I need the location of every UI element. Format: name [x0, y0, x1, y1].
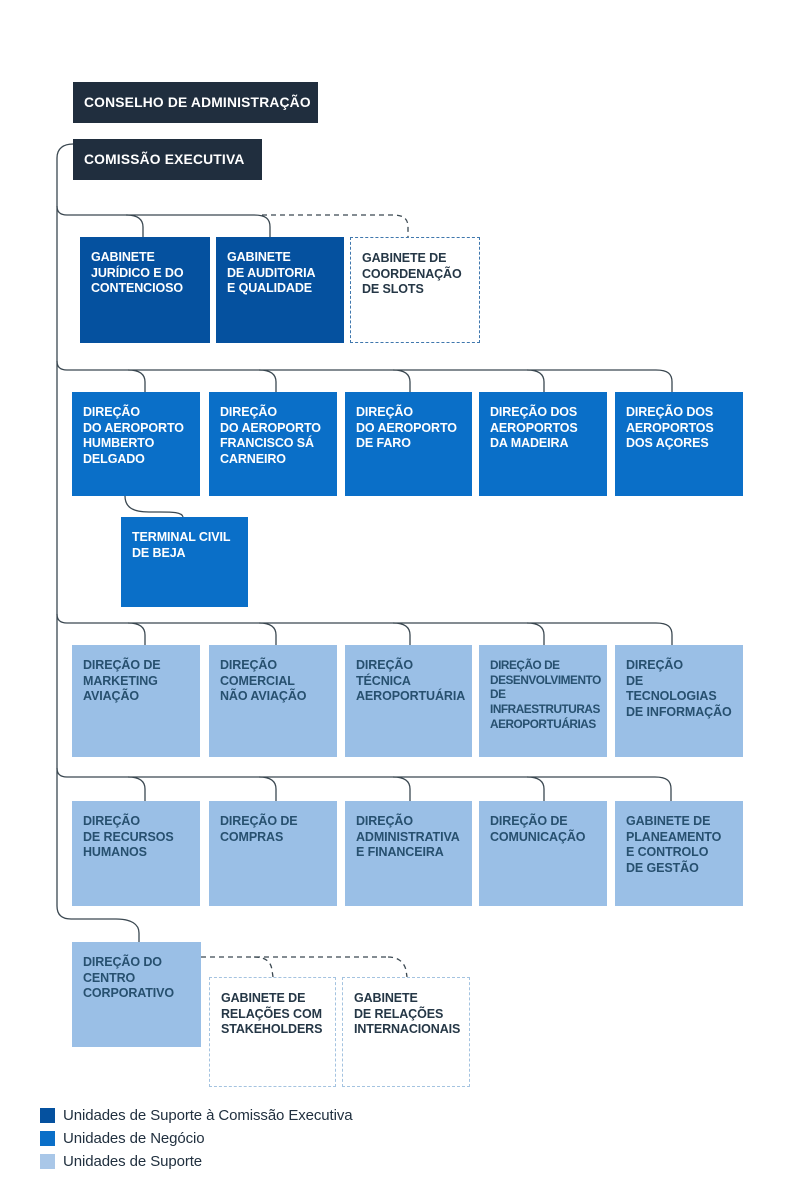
node-label: GABINETE DE AUDITORIA E QUALIDADE — [227, 250, 316, 295]
node-aeroporto-francisco-sa-carneiro: DIREÇÃO DO AEROPORTO FRANCISCO SÁ CARNEI… — [209, 392, 337, 496]
node-label: TERMINAL CIVIL DE BEJA — [132, 530, 231, 560]
node-label: DIREÇÃO DE TECNOLOGIAS DE INFORMAÇÃO — [626, 658, 732, 719]
node-label: DIREÇÃO DE RECURSOS HUMANOS — [83, 814, 174, 859]
node-label: GABINETE DE RELAÇÕES COM STAKEHOLDERS — [221, 991, 323, 1036]
node-label: DIREÇÃO ADMINISTRATIVA E FINANCEIRA — [356, 814, 460, 859]
legend-item-support-exec: Unidades de Suporte à Comissão Executiva — [40, 1104, 353, 1127]
node-gabinete-juridico-contencioso: GABINETE JURÍDICO E DO CONTENCIOSO — [80, 237, 210, 343]
node-direcao-tecnologias-informacao: DIREÇÃO DE TECNOLOGIAS DE INFORMAÇÃO — [615, 645, 743, 757]
node-direcao-compras: DIREÇÃO DE COMPRAS — [209, 801, 337, 906]
node-label: GABINETE DE PLANEAMENTO E CONTROLO DE GE… — [626, 814, 722, 875]
legend-item-support: Unidades de Suporte — [40, 1150, 353, 1173]
node-aeroporto-de-faro: DIREÇÃO DO AEROPORTO DE FARO — [345, 392, 472, 496]
node-label: COMISSÃO EXECUTIVA — [84, 152, 245, 167]
node-label: GABINETE JURÍDICO E DO CONTENCIOSO — [91, 250, 184, 295]
node-label: DIREÇÃO DO CENTRO CORPORATIVO — [83, 955, 175, 1000]
node-gabinete-relacoes-internacionais: GABINETE DE RELAÇÕES INTERNACIONAIS — [342, 977, 470, 1087]
legend-swatch-business — [40, 1131, 55, 1146]
node-label: DIREÇÃO DO AEROPORTO DE FARO — [356, 405, 457, 450]
node-label: GABINETE DE COORDENAÇÃO DE SLOTS — [362, 251, 462, 296]
node-comissao-executiva: COMISSÃO EXECUTIVA — [73, 139, 262, 180]
node-label: DIREÇÃO DE MARKETING AVIAÇÃO — [83, 658, 161, 703]
legend-label: Unidades de Negócio — [63, 1130, 205, 1147]
node-gabinete-auditoria-qualidade: GABINETE DE AUDITORIA E QUALIDADE — [216, 237, 344, 343]
node-direcao-administrativa-financeira: DIREÇÃO ADMINISTRATIVA E FINANCEIRA — [345, 801, 472, 906]
node-label: DIREÇÃO DE COMUNICAÇÃO — [490, 814, 586, 844]
node-label: DIREÇÃO DOS AEROPORTOS DOS AÇORES — [626, 405, 714, 450]
node-direcao-marketing-aviacao: DIREÇÃO DE MARKETING AVIAÇÃO — [72, 645, 200, 757]
node-aeroportos-da-madeira: DIREÇÃO DOS AEROPORTOS DA MADEIRA — [479, 392, 607, 496]
node-label: DIREÇÃO DOS AEROPORTOS DA MADEIRA — [490, 405, 578, 450]
node-aeroportos-dos-acores: DIREÇÃO DOS AEROPORTOS DOS AÇORES — [615, 392, 743, 496]
node-aeroporto-humberto-delgado: DIREÇÃO DO AEROPORTO HUMBERTO DELGADO — [72, 392, 200, 496]
node-label: DIREÇÃO DO AEROPORTO HUMBERTO DELGADO — [83, 405, 184, 466]
node-label: DIREÇÃO DE DESENVOLVIMENTO DE INFRAESTRU… — [490, 658, 601, 731]
legend-label: Unidades de Suporte — [63, 1153, 203, 1170]
node-direcao-tecnica-aeroportuaria: DIREÇÃO TÉCNICA AEROPORTUÁRIA — [345, 645, 472, 757]
node-gabinete-coordenacao-slots: GABINETE DE COORDENAÇÃO DE SLOTS — [350, 237, 480, 343]
node-direcao-comunicacao: DIREÇÃO DE COMUNICAÇÃO — [479, 801, 607, 906]
node-label: DIREÇÃO COMERCIAL NÃO AVIAÇÃO — [220, 658, 307, 703]
legend-swatch-support — [40, 1154, 55, 1169]
legend: Unidades de Suporte à Comissão Executiva… — [40, 1104, 353, 1173]
legend-swatch-support-exec — [40, 1108, 55, 1123]
node-label: CONSELHO DE ADMINISTRAÇÃO — [84, 95, 311, 110]
node-label: DIREÇÃO DO AEROPORTO FRANCISCO SÁ CARNEI… — [220, 405, 321, 466]
legend-item-business: Unidades de Negócio — [40, 1127, 353, 1150]
node-conselho-de-administracao: CONSELHO DE ADMINISTRAÇÃO — [73, 82, 318, 123]
node-direcao-comercial-nao-aviacao: DIREÇÃO COMERCIAL NÃO AVIAÇÃO — [209, 645, 337, 757]
node-gabinete-relacoes-stakeholders: GABINETE DE RELAÇÕES COM STAKEHOLDERS — [209, 977, 336, 1087]
node-gabinete-planeamento-controlo-gestao: GABINETE DE PLANEAMENTO E CONTROLO DE GE… — [615, 801, 743, 906]
node-direcao-desenvolvimento-infraestruturas: DIREÇÃO DE DESENVOLVIMENTO DE INFRAESTRU… — [479, 645, 607, 757]
legend-label: Unidades de Suporte à Comissão Executiva — [63, 1107, 353, 1124]
node-direcao-centro-corporativo: DIREÇÃO DO CENTRO CORPORATIVO — [72, 942, 201, 1047]
node-direcao-recursos-humanos: DIREÇÃO DE RECURSOS HUMANOS — [72, 801, 200, 906]
node-label: GABINETE DE RELAÇÕES INTERNACIONAIS — [354, 991, 461, 1036]
node-label: DIREÇÃO TÉCNICA AEROPORTUÁRIA — [356, 658, 466, 703]
node-terminal-civil-beja: TERMINAL CIVIL DE BEJA — [121, 517, 248, 607]
node-label: DIREÇÃO DE COMPRAS — [220, 814, 298, 844]
